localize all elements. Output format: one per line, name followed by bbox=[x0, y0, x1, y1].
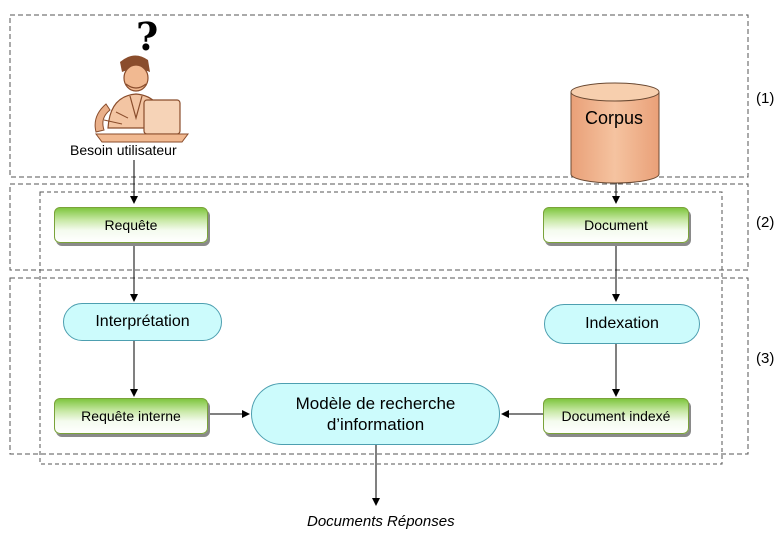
question-mark: ? bbox=[136, 14, 159, 59]
user-at-computer-icon bbox=[94, 55, 189, 143]
indexation-oval: Indexation bbox=[544, 304, 700, 344]
inner-frame bbox=[39, 191, 723, 465]
user-need-label: Besoin utilisateur bbox=[70, 142, 177, 158]
requete-box: Requête bbox=[54, 207, 208, 243]
document-indexe-box: Document indexé bbox=[543, 398, 689, 434]
corpus-cylinder bbox=[570, 82, 660, 184]
level-1-label: (1) bbox=[756, 90, 775, 107]
document-box: Document bbox=[543, 207, 689, 243]
level-3-frame bbox=[9, 277, 749, 455]
modele-oval: Modèle de recherche d’information bbox=[251, 383, 500, 445]
documents-reponses-label: Documents Réponses bbox=[307, 513, 455, 530]
corpus-label: Corpus bbox=[585, 108, 644, 128]
requete-interne-box: Requête interne bbox=[54, 398, 208, 434]
level-2-frame bbox=[9, 183, 749, 271]
level-3-label: (3) bbox=[756, 350, 775, 367]
interpretation-oval: Interprétation bbox=[63, 303, 222, 341]
level-2-label: (2) bbox=[756, 214, 775, 231]
level-1-frame bbox=[9, 14, 749, 178]
